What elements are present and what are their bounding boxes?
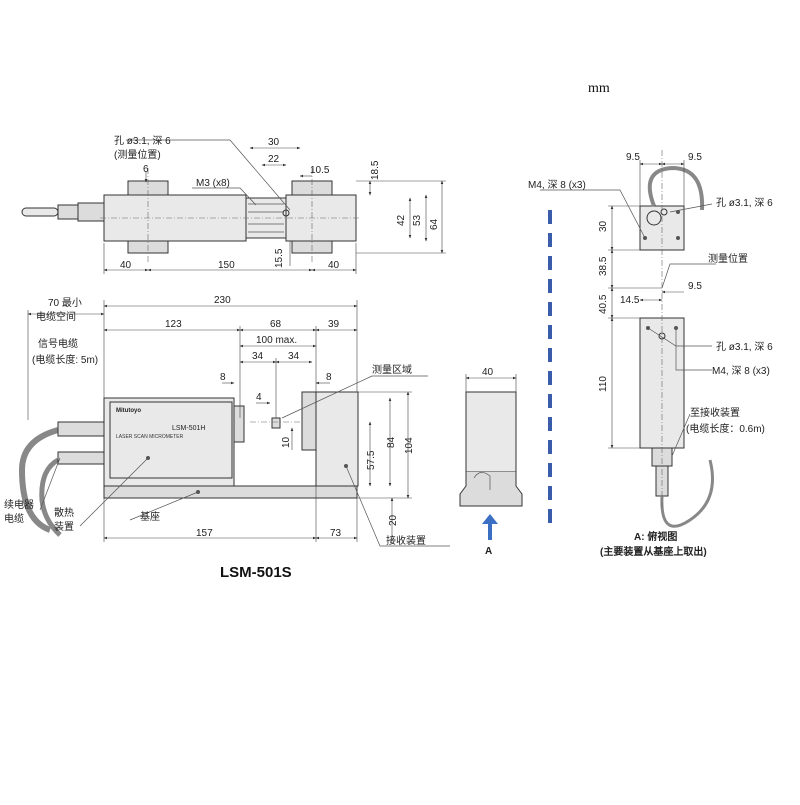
top-hole-sub: (测量位置) (114, 148, 161, 161)
dim-53: 53 (412, 214, 423, 226)
dim-40-left: 40 (120, 260, 132, 271)
dim-10-5: 10.5 (310, 165, 330, 176)
cable-connector (57, 204, 79, 220)
side-view (459, 374, 523, 540)
dim-22: 22 (268, 154, 280, 165)
m3-label: M3 (x8) (196, 178, 230, 189)
device-sublabel: LASER SCAN MICROMETER (116, 434, 184, 440)
dim-18-5: 18.5 (370, 160, 381, 180)
side-dim-40: 40 (482, 367, 494, 378)
dim-39: 39 (328, 319, 340, 330)
dim-123: 123 (165, 319, 182, 330)
dim-42: 42 (396, 214, 407, 226)
dim-150: 150 (218, 260, 235, 271)
view-a-label: A (485, 546, 492, 557)
dim-84: 84 (386, 436, 397, 448)
va-dim-30: 30 (598, 220, 609, 232)
dim-73: 73 (330, 528, 342, 539)
transmitter-body (103, 397, 235, 487)
signal-cable-length: (电缆长度: 5m) (32, 353, 98, 366)
dim-6: 6 (143, 164, 149, 175)
va-to-receiver-label: 至接收装置 (690, 406, 740, 419)
dim-20: 20 (388, 514, 399, 526)
base-label: 基座 (140, 510, 160, 523)
dim-30: 30 (268, 137, 280, 148)
signal-cable-label: 信号电缆 (38, 337, 78, 350)
dim-230: 230 (214, 295, 231, 306)
dim-68: 68 (270, 319, 282, 330)
measurement-window (271, 417, 281, 429)
dim-8-left: 8 (220, 372, 226, 383)
relay-cable-label2: 电缆 (4, 512, 24, 525)
va-dim-9-5-left: 9.5 (626, 152, 640, 163)
va-dim-14-5: 14.5 (620, 295, 640, 306)
model-title: LSM-501S (220, 564, 292, 581)
dim-10: 10 (281, 436, 292, 448)
side-body (465, 391, 517, 473)
top-view (21, 139, 446, 274)
base-plate (103, 485, 358, 499)
dim-40-right: 40 (328, 260, 340, 271)
measurement-area-label: 测量区域 (372, 363, 412, 376)
dim-15-5: 15.5 (274, 248, 285, 268)
va-dim-40-5: 40.5 (598, 294, 609, 314)
signal-cable-connector (57, 421, 105, 437)
va-dim-38-5: 38.5 (598, 256, 609, 276)
dim-57-5: 57.5 (366, 450, 377, 470)
receiver-label: 接收装置 (386, 534, 426, 547)
va-m4-top-label: M4, 深 8 (x3) (528, 179, 586, 191)
va-caption-sub: (主要装置从基座上取出) (600, 545, 707, 558)
relay-cable-connector (57, 451, 105, 465)
device-label: LSM-501H (172, 425, 205, 432)
cable-space-label: 70 最小 (48, 297, 82, 309)
brand-logo: Mitutoyo (116, 408, 141, 414)
receiver-body (315, 391, 359, 487)
dim-64: 64 (429, 218, 440, 230)
va-hole-top-label: 孔 ø3.1, 深 6 (716, 197, 773, 209)
cable-plug (21, 207, 59, 217)
unit-label: mm (588, 81, 610, 96)
va-dim-9-5-mid: 9.5 (688, 281, 702, 292)
heatsink-label2: 装置 (54, 520, 74, 533)
va-hole-bottom-label: 孔 ø3.1, 深 6 (716, 341, 773, 353)
dim-8-right: 8 (326, 372, 332, 383)
view-a-arrow-icon (482, 514, 498, 540)
va-dim-110: 110 (598, 376, 609, 392)
va-caption: A: 俯视图 (634, 530, 677, 543)
dim-157: 157 (196, 528, 213, 539)
relay-cable-label: 续电器 (4, 498, 34, 511)
top-hole-label: 孔 ø3.1, 深 6 (114, 135, 171, 147)
dim-104: 104 (404, 437, 415, 454)
dim-34-right: 34 (288, 351, 300, 362)
dim-100-max: 100 max. (256, 335, 297, 346)
va-m4-bottom-label: M4, 深 8 (x3) (712, 365, 770, 377)
front-view (18, 300, 450, 547)
va-dim-9-5-right: 9.5 (688, 152, 702, 163)
dim-4: 4 (256, 392, 262, 403)
va-meas-pos-label: 测量位置 (708, 252, 748, 265)
dim-34-left: 34 (252, 351, 264, 362)
cable-space-label2: 电缆空间 (36, 310, 76, 323)
va-cable-length-label: (电缆长度：0.6m) (686, 422, 765, 435)
heatsink-label: 散热 (54, 506, 74, 519)
view-a (540, 150, 716, 528)
